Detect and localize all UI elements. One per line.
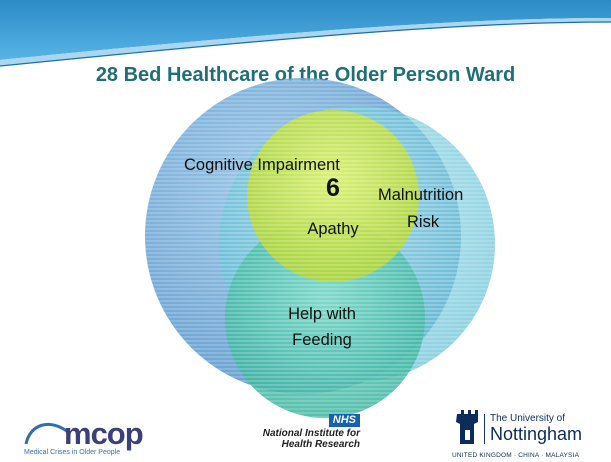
label-help-with-feeding-line2: Feeding	[292, 331, 352, 349]
circle-apathy	[247, 110, 419, 282]
nihr-logo: NHS National Institute for Health Resear…	[242, 410, 360, 460]
header-band	[0, 0, 611, 67]
mcop-tagline: Medical Crises in Older People	[24, 449, 121, 456]
label-malnutrition-line2: Risk	[407, 213, 440, 231]
slide-title: 28 Bed Healthcare of the Older Person Wa…	[95, 64, 516, 86]
nihr-line1: National Institute for	[262, 428, 360, 439]
uon-line3: UNITED KINGDOM · CHINA · MALAYSIA	[452, 452, 580, 459]
university-of-nottingham-logo: The University of Nottingham UNITED KING…	[452, 410, 602, 460]
mcop-swoosh-icon	[24, 422, 69, 445]
nihr-line2: Health Research	[281, 439, 360, 450]
label-malnutrition-line1: Malnutrition	[378, 186, 463, 204]
nhs-badge: NHS	[328, 414, 360, 427]
mcop-wordmark: mcop	[64, 416, 144, 451]
center-number: 6	[326, 174, 340, 202]
uon-line1: The University of	[490, 413, 566, 424]
label-help-with-feeding-line1: Help with	[288, 305, 356, 323]
uon-divider	[484, 414, 485, 444]
label-apathy: Apathy	[307, 220, 359, 238]
footer-logos: mcop Medical Crises in Older People NHS …	[0, 380, 611, 462]
label-cognitive-impairment: Cognitive Impairment	[184, 156, 340, 174]
mcop-logo: mcop Medical Crises in Older People	[24, 416, 164, 460]
castle-crest-icon	[456, 410, 478, 444]
uon-line2: Nottingham	[490, 424, 583, 444]
